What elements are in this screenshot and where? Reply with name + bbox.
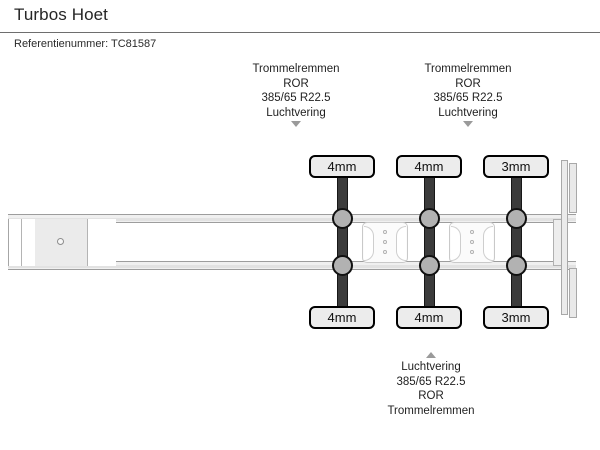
front-kingpin-section — [8, 219, 116, 266]
rear-bumper-tab-bottom — [569, 268, 577, 318]
tread-depth-3-bottom: 3mm — [483, 306, 549, 329]
axle-bar-1 — [337, 170, 348, 315]
front-divider — [87, 219, 88, 266]
page-header: Turbos Hoet Referentienummer: TC81587 — [0, 0, 600, 50]
hanger-waist-right — [396, 226, 406, 261]
bolt-hole-icon — [470, 230, 474, 234]
callout-line: 385/65 R22.5 — [433, 92, 503, 104]
callout-line: Trommelremmen — [387, 404, 475, 417]
callout-line: Trommelremmen — [252, 63, 340, 75]
hanger-bolt-holes — [470, 230, 475, 260]
callout-line: Trommelremmen — [424, 63, 512, 75]
bolt-hole-icon — [383, 240, 387, 244]
rear-bumper-tab-top — [569, 163, 577, 213]
reference-number: Referentienummer: TC81587 — [14, 38, 157, 50]
hanger-waist-left — [364, 226, 374, 261]
tread-depth-3-top: 3mm — [483, 155, 549, 178]
bolt-hole-icon — [470, 250, 474, 254]
rail-web — [8, 218, 576, 221]
callout-line: Luchtvering — [266, 106, 326, 119]
chassis-rail-bottom — [8, 261, 576, 270]
bolt-hole-icon — [383, 250, 387, 254]
callout-line: Luchtvering — [438, 106, 498, 119]
page-title: Turbos Hoet — [14, 5, 109, 24]
callout-line: ROR — [283, 77, 309, 90]
tread-depth-2-bottom: 4mm — [396, 306, 462, 329]
callout-line: 385/65 R22.5 — [396, 375, 466, 388]
callout-line: Luchtvering — [401, 361, 461, 373]
wheel-hub-2-bottom — [419, 255, 440, 276]
front-divider — [21, 219, 22, 266]
rail-web — [8, 265, 576, 268]
chassis-rail-top — [8, 214, 576, 223]
callout-top-right: Trommelremmen ROR 385/65 R22.5 Luchtveri… — [394, 62, 542, 127]
callout-line: ROR — [455, 77, 481, 90]
hanger-waist-left — [451, 226, 461, 261]
wheel-hub-1-top — [332, 208, 353, 229]
callout-line: ROR — [418, 390, 444, 402]
wheel-hub-2-top — [419, 208, 440, 229]
callout-bottom: Luchtvering 385/65 R22.5 ROR Trommelremm… — [352, 352, 510, 418]
wheel-hub-1-bottom — [332, 255, 353, 276]
callout-line: 385/65 R22.5 — [261, 92, 331, 104]
tread-depth-1-bottom: 4mm — [309, 306, 375, 329]
bolt-hole-icon — [383, 230, 387, 234]
bolt-hole-icon — [470, 240, 474, 244]
suspension-hanger-1 — [362, 222, 408, 263]
header-divider — [0, 32, 600, 33]
suspension-hanger-2 — [449, 222, 495, 263]
axle-bar-2 — [424, 170, 435, 315]
arrow-down-icon — [463, 121, 473, 127]
axle-bar-3 — [511, 170, 522, 315]
tread-depth-2-top: 4mm — [396, 155, 462, 178]
tread-depth-1-top: 4mm — [309, 155, 375, 178]
kingpin-circle-icon — [57, 238, 64, 245]
callout-top-left: Trommelremmen ROR 385/65 R22.5 Luchtveri… — [222, 62, 370, 127]
arrow-up-icon — [426, 352, 436, 358]
rear-post — [561, 160, 568, 315]
wheel-hub-3-top — [506, 208, 527, 229]
hanger-bolt-holes — [383, 230, 388, 260]
kingpin-plate — [35, 219, 87, 266]
wheel-hub-3-bottom — [506, 255, 527, 276]
hanger-waist-right — [483, 226, 493, 261]
arrow-down-icon — [291, 121, 301, 127]
